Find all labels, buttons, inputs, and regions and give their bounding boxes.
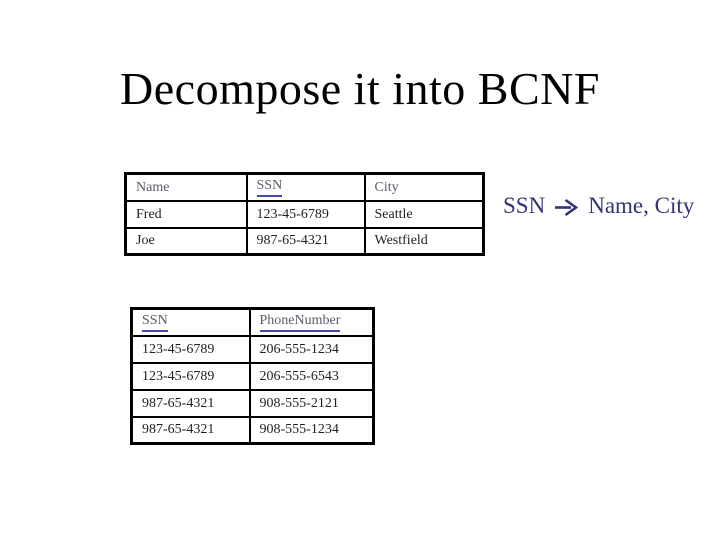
table-cell: 987-65-4321 xyxy=(245,226,366,256)
table-cell: Fred xyxy=(124,199,248,229)
table-header-row: Name SSN City xyxy=(124,172,485,202)
table-cell: 908-555-2121 xyxy=(248,388,375,418)
table-cell: Joe xyxy=(124,226,248,256)
attribute-label: City xyxy=(374,179,399,195)
fd-lhs: SSN xyxy=(503,193,546,218)
column-header: City xyxy=(363,172,485,202)
functional-dependency: SSN Name, City xyxy=(503,190,694,222)
column-header: SSN xyxy=(130,307,251,337)
key-attribute-label: PhoneNumber xyxy=(259,314,341,333)
column-header: PhoneNumber xyxy=(248,307,375,337)
table-cell: 987-65-4321 xyxy=(130,388,251,418)
table-cell: 908-555-1234 xyxy=(248,415,375,445)
key-attribute-label: SSN xyxy=(142,314,168,333)
fd-rhs: Name, City xyxy=(588,193,695,218)
table-cell: 987-65-4321 xyxy=(130,415,251,445)
table-cell: Westfield xyxy=(363,226,485,256)
column-header: SSN xyxy=(245,172,366,202)
table-cell: Seattle xyxy=(363,199,485,229)
slide-title: Decompose it into BCNF xyxy=(120,63,600,114)
attribute-label: Name xyxy=(136,179,170,195)
table-cell: 123-45-6789 xyxy=(130,361,251,391)
table-cell: 123-45-6789 xyxy=(130,334,251,364)
table-cell: 206-555-1234 xyxy=(248,334,375,364)
right-arrow-icon xyxy=(555,198,579,216)
column-header: Name xyxy=(124,172,248,202)
table-header-row: SSN PhoneNumber xyxy=(130,307,375,337)
table-cell: 123-45-6789 xyxy=(245,199,366,229)
table-cell: 206-555-6543 xyxy=(248,361,375,391)
key-attribute-label: SSN xyxy=(256,179,283,198)
